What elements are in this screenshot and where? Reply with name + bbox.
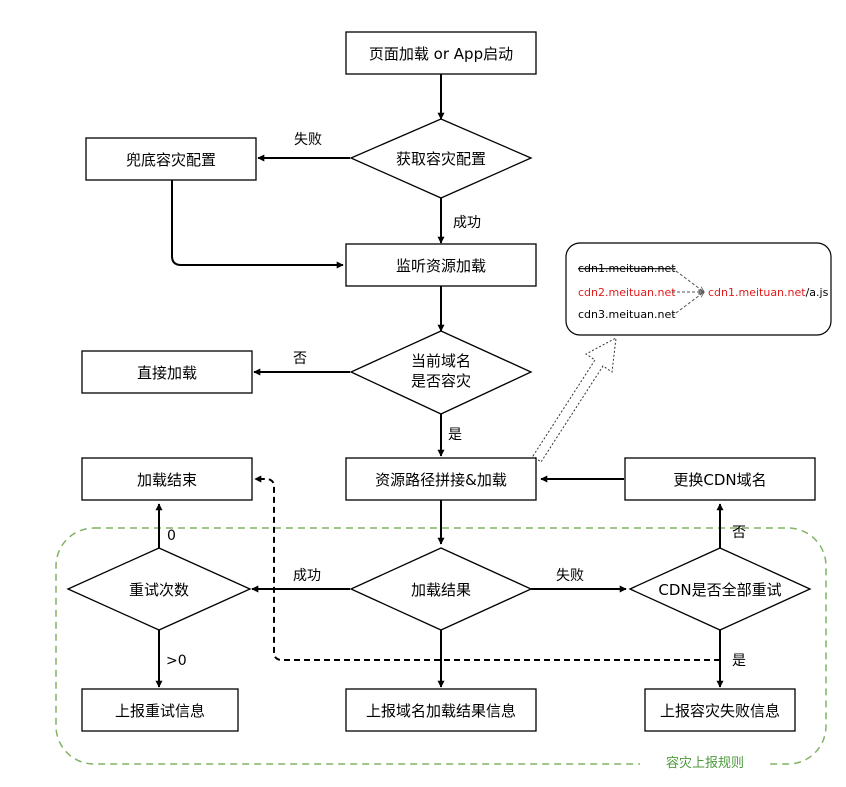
edge-label-gt-zero: >0	[166, 653, 187, 669]
group-label-bg	[640, 752, 770, 772]
edge-label-yes-2: 是	[732, 653, 746, 669]
listen-node-label: 监听资源加载	[396, 257, 486, 275]
load-end-node	[81, 457, 253, 501]
disaster-report-group	[55, 527, 827, 765]
concat-load-label: 资源路径拼接&加载	[375, 471, 507, 489]
edge-fallback-listen	[171, 180, 344, 269]
direct-load-label: 直接加载	[137, 364, 197, 382]
report-domain-label: 上报域名加载结果信息	[366, 702, 516, 720]
callout-line-3: cdn3.meituan.net	[578, 308, 676, 321]
get-config-label: 获取容灾配置	[396, 150, 486, 168]
fallback-config-label: 兜底容灾配置	[126, 151, 216, 169]
report-fail-node	[644, 688, 796, 732]
is-disaster-label-1: 当前域名	[411, 352, 471, 370]
cdn-all-retried-label: CDN是否全部重试	[658, 581, 781, 599]
callout-dash-1	[671, 267, 704, 292]
callout-pointer-arrow	[532, 337, 617, 463]
callout-line-2: cdn2.meituan.net	[578, 286, 676, 299]
switch-cdn-node	[624, 457, 816, 501]
listen-node	[345, 243, 537, 287]
edge-label-no-2: 否	[732, 525, 746, 541]
get-config-decision	[349, 118, 533, 199]
edge-label-yes-1: 是	[448, 427, 462, 443]
direct-load-node	[81, 350, 253, 394]
start-node-label: 页面加载 or App启动	[369, 45, 513, 63]
edge-dashed-to-loadend	[254, 475, 720, 661]
report-retry-node	[81, 688, 239, 732]
edge-label-fail-1: 失败	[294, 132, 322, 148]
report-domain-node	[345, 688, 537, 732]
callout-target: cdn1.meituan.net/a.js	[708, 286, 829, 299]
edge-label-no-1: 否	[293, 351, 307, 367]
report-retry-label: 上报重试信息	[115, 702, 205, 720]
group-label: 容灾上报规则	[666, 755, 744, 771]
edge-label-fail-2: 失败	[556, 568, 584, 584]
fallback-config-node	[85, 137, 257, 181]
edge-label-success-2: 成功	[293, 568, 321, 584]
callout-dash-3	[671, 292, 704, 317]
is-disaster-label-2: 是否容灾	[411, 372, 471, 390]
callout-line-1: cdn1.meituan.net	[578, 262, 676, 275]
concat-load-node	[345, 457, 537, 501]
load-result-label: 加载结果	[411, 581, 471, 599]
is-disaster-decision	[349, 330, 533, 415]
retry-count-label: 重试次数	[129, 581, 189, 599]
edge-label-success-1: 成功	[453, 215, 481, 231]
cdn-all-retried-decision	[628, 547, 812, 631]
edge-label-zero: 0	[167, 528, 176, 544]
report-fail-label: 上报容灾失败信息	[660, 702, 780, 720]
retry-count-decision	[66, 547, 252, 631]
start-node	[345, 31, 537, 75]
load-result-decision	[349, 547, 533, 631]
switch-cdn-label: 更换CDN域名	[673, 471, 766, 489]
load-end-label: 加载结束	[137, 471, 197, 489]
